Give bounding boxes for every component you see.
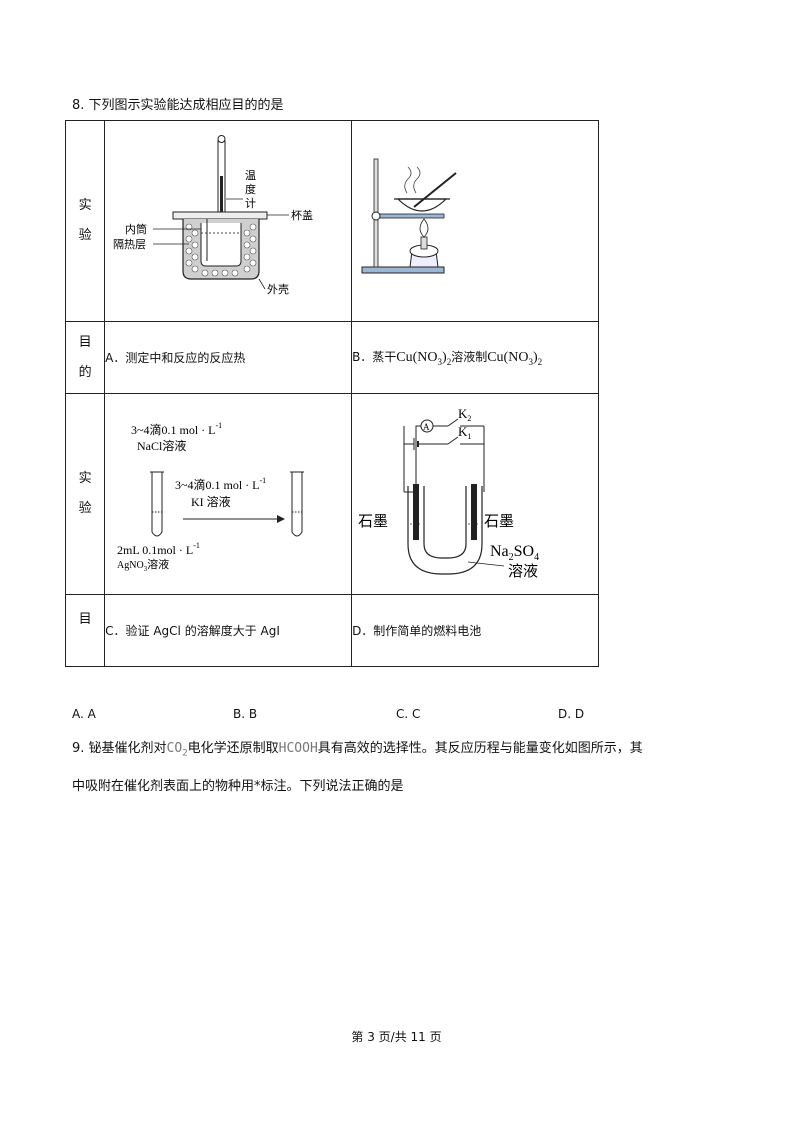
q8-title: 8. 下列图示实验能达成相应目的的是 (72, 98, 284, 113)
svg-text:Na2SO4: Na2SO4 (490, 543, 539, 563)
label-agno3: AgNO (117, 560, 144, 571)
experiment-table: 实验 (64, 120, 599, 667)
label-agno3-conc: 2mL 0.1mol · L (117, 543, 193, 557)
label-thermometer-1: 温 (245, 169, 256, 182)
label-thermometer-2: 度 (245, 182, 256, 196)
row-label-purpose: 目的 (64, 321, 106, 394)
label-graphite-left: 石墨 (358, 514, 388, 530)
purpose-c: C．验证 AgCl 的溶解度大于 AgI (104, 594, 353, 667)
option-a: A. A (72, 707, 96, 721)
label-inner-cup: 内筒 (125, 222, 147, 236)
option-d: D. D (558, 707, 585, 721)
page-footer: 第 3 页/共 11 页 (351, 1030, 442, 1044)
purpose-a: A．测定中和反应的反应热 (104, 321, 353, 394)
label-drops2: 3~4滴0.1 mol · L (175, 477, 260, 492)
row-label-purpose-2: 目 (64, 594, 106, 667)
row-label-experiment: 实验 (64, 120, 106, 322)
switch-k2-label: K (458, 406, 468, 421)
option-c: C. C (396, 707, 421, 721)
label-graphite-right: 石墨 (484, 514, 514, 530)
purpose-b: B．蒸干Cu(NO3)2溶液制Cu(NO3)2 (351, 321, 599, 394)
figure-evaporation (351, 120, 599, 322)
label-shell: 外壳 (267, 282, 289, 296)
option-b: B. B (233, 707, 258, 721)
label-insulation: 隔热层 (113, 238, 146, 251)
svg-text:2mL 0.1mol · L-1: 2mL 0.1mol · L-1 (117, 541, 200, 557)
label-solution: Na (490, 543, 509, 560)
q9-line1: 9. 铋基催化剂对CO2电化学还原制取HCOOH具有高效的选择性。其反应历程与能… (72, 741, 643, 759)
svg-text:K2: K2 (458, 406, 471, 423)
ammeter-label: A (423, 422, 430, 432)
figure-fuel-cell: A K2 K1 (351, 393, 599, 595)
switch-k1-label: K (458, 424, 468, 439)
figure-precipitation: 3~4滴0.1 mol · L-1 NaCl溶液 3~4滴0.1 mol · L… (104, 393, 353, 595)
label-solution-tail: 溶液 (508, 563, 538, 580)
svg-text:K1: K1 (458, 424, 471, 441)
svg-text:3~4滴0.1 mol · L-1: 3~4滴0.1 mol · L-1 (131, 421, 222, 437)
label-lid: 杯盖 (291, 208, 313, 222)
label-nacl: NaCl溶液 (137, 438, 186, 453)
label-drops1: 3~4滴0.1 mol · L (131, 422, 216, 437)
purpose-d: D．制作简单的燃料电池 (351, 594, 599, 667)
label-ki: KI 溶液 (191, 494, 231, 509)
svg-text:AgNO3溶液: AgNO3溶液 (117, 557, 169, 573)
row-label-experiment-2: 实验 (64, 393, 106, 595)
q9-line2: 中吸附在催化剂表面上的物种用*标注。下列说法正确的是 (72, 779, 404, 794)
label-thermometer-3: 计 (245, 197, 256, 210)
figure-calorimeter: 温 度 计 杯盖 内筒 隔热层 外壳 (104, 120, 353, 322)
svg-text:3~4滴0.1 mol · L-1: 3~4滴0.1 mol · L-1 (175, 476, 266, 492)
